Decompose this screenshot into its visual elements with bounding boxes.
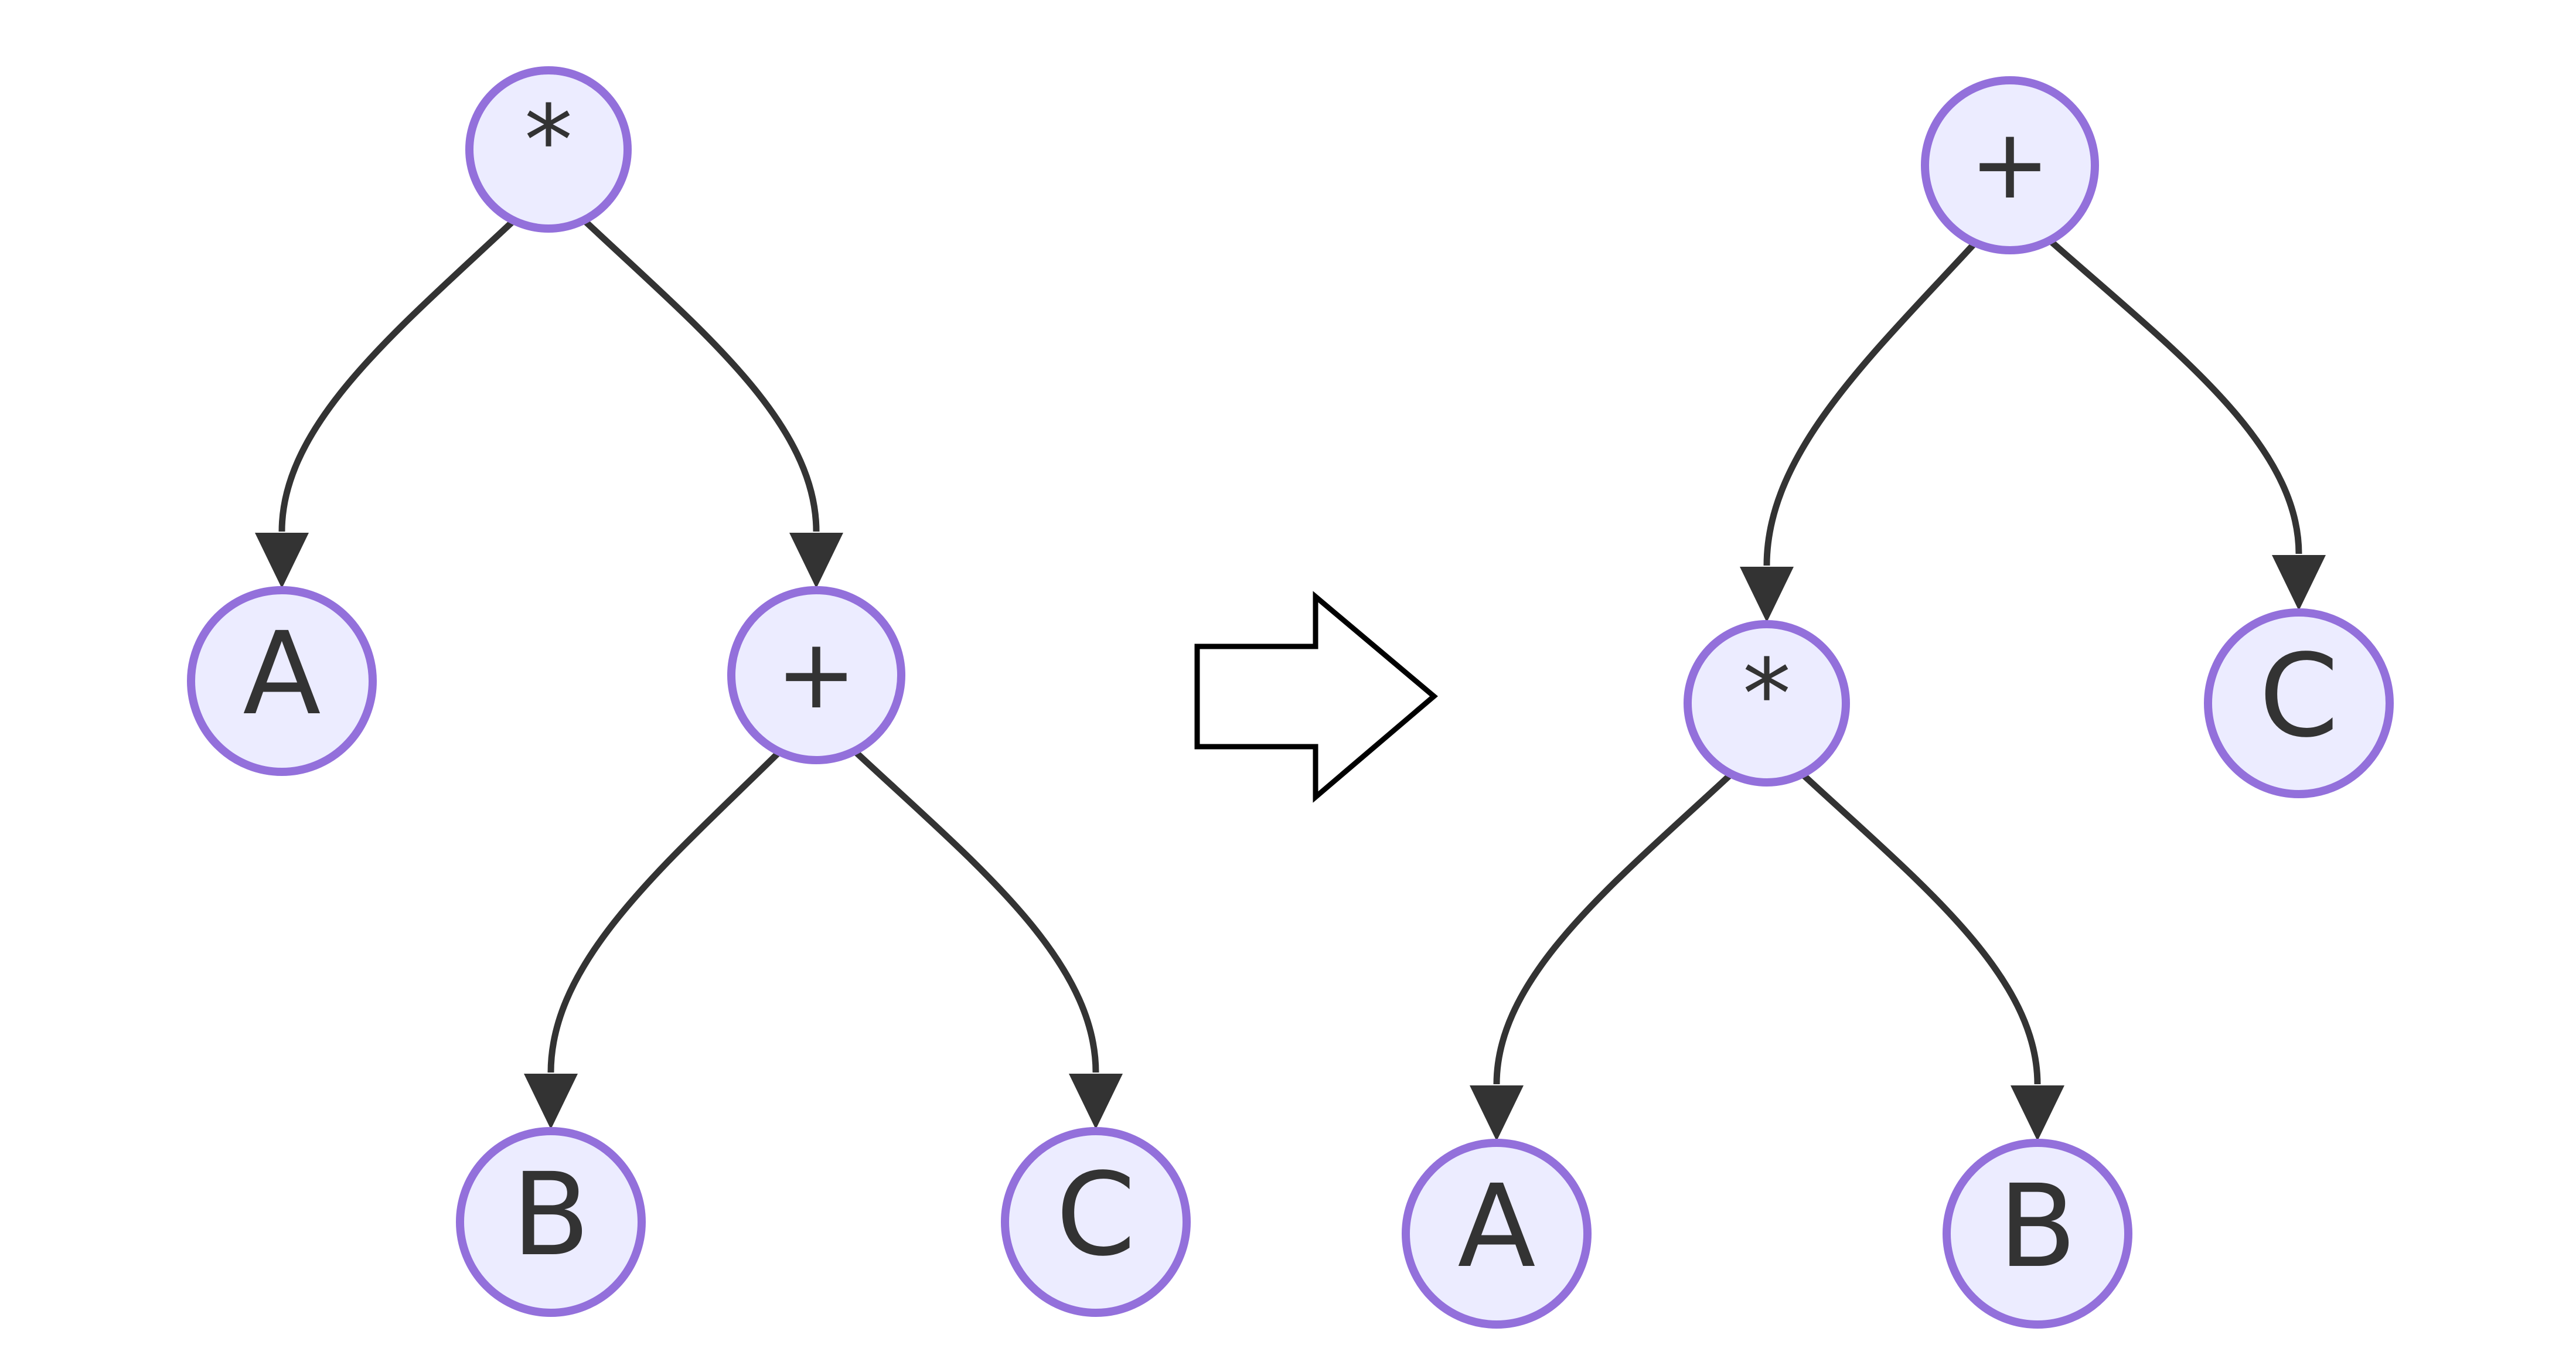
edge-plus-to-c bbox=[853, 749, 1099, 1073]
right-tree-node-c: C bbox=[2204, 608, 2394, 798]
node-circle bbox=[456, 1127, 646, 1317]
right-tree-node-b: B bbox=[1943, 1139, 2132, 1329]
node-label: + bbox=[776, 618, 857, 730]
edge-arrowhead bbox=[2011, 1085, 2064, 1141]
edge-mul-to-plus bbox=[582, 218, 820, 532]
transform-arrow bbox=[1194, 591, 1438, 803]
node-circle bbox=[1921, 76, 2099, 254]
node-circle bbox=[1001, 1127, 1191, 1317]
right-arrow-icon bbox=[1194, 591, 1438, 803]
edge-arrowhead bbox=[524, 1074, 578, 1129]
edge-arrowhead bbox=[1470, 1085, 1524, 1141]
node-circle bbox=[1402, 1139, 1592, 1329]
right-tree-node-plus: + bbox=[1921, 76, 2099, 254]
node-label: C bbox=[2259, 629, 2339, 762]
node-circle bbox=[187, 586, 377, 776]
edge-mul-to-a bbox=[278, 219, 515, 532]
node-circle bbox=[465, 66, 632, 233]
left-tree-node-plus: + bbox=[727, 586, 905, 764]
right-tree-node-mul: * bbox=[1684, 620, 1850, 787]
left-tree-node-b: B bbox=[456, 1127, 646, 1317]
node-label: * bbox=[524, 84, 573, 197]
edge-arrowhead bbox=[789, 533, 843, 588]
right-tree-node-a: A bbox=[1402, 1139, 1592, 1329]
node-circle bbox=[1943, 1139, 2132, 1329]
edge-mul-to-a bbox=[1493, 772, 1733, 1085]
edge-arrowhead bbox=[2272, 555, 2326, 611]
left-tree-node-a: A bbox=[187, 586, 377, 776]
node-circle bbox=[1684, 620, 1850, 787]
right-tree-edges bbox=[1470, 239, 2326, 1141]
node-label: B bbox=[1998, 1160, 2077, 1293]
node-label: C bbox=[1056, 1148, 1136, 1281]
edge-mul-to-b bbox=[1801, 772, 2041, 1085]
edge-arrowhead bbox=[255, 533, 309, 588]
right-tree: + * C A B bbox=[1402, 76, 2394, 1329]
edge-plus-to-b bbox=[547, 750, 781, 1073]
node-label: B bbox=[512, 1148, 590, 1281]
edge-plus-to-mul bbox=[1763, 241, 1977, 566]
left-tree-node-c: C bbox=[1001, 1127, 1191, 1317]
node-circle bbox=[2204, 608, 2394, 798]
edge-plus-to-c bbox=[2049, 239, 2302, 554]
left-tree: * A + B C bbox=[187, 66, 1191, 1317]
edge-arrowhead bbox=[1740, 567, 1794, 622]
edge-arrowhead bbox=[1069, 1074, 1123, 1129]
node-label: + bbox=[1970, 108, 2050, 220]
left-tree-node-mul: * bbox=[465, 66, 632, 233]
node-label: * bbox=[1743, 638, 1791, 751]
node-circle bbox=[727, 586, 905, 764]
node-label: A bbox=[1457, 1160, 1535, 1293]
left-tree-edges bbox=[255, 218, 1123, 1129]
node-label: A bbox=[243, 607, 321, 740]
